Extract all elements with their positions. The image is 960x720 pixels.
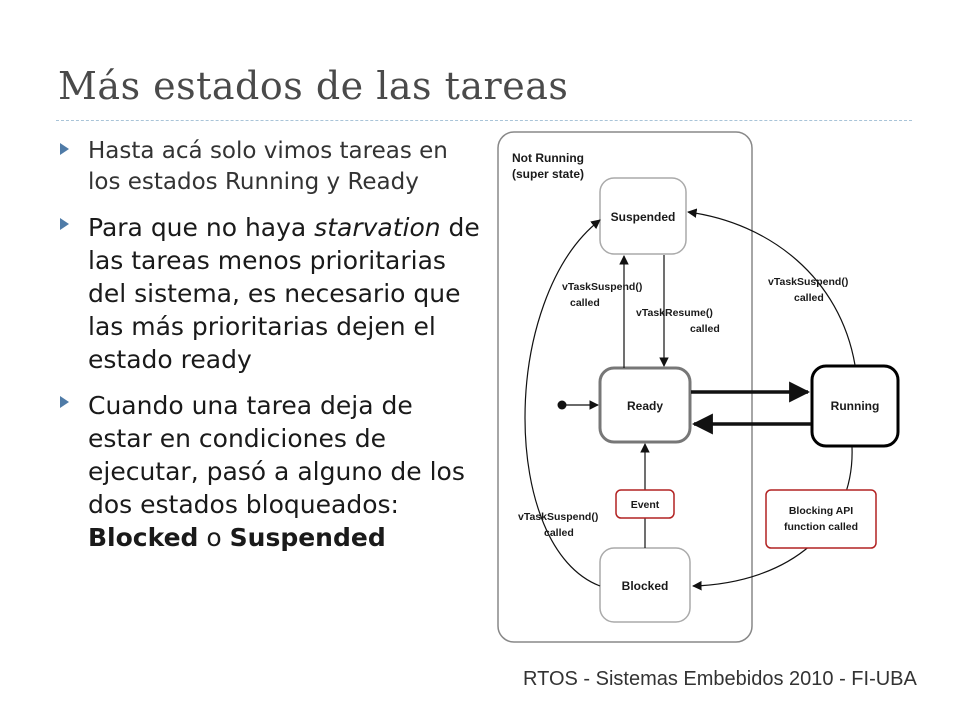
bold-suspended: Suspended: [229, 523, 386, 552]
superstate-label: (super state): [512, 167, 584, 181]
label-vtaskresume: vTaskResume(): [636, 307, 713, 319]
label-vtasksuspend-running: vTaskSuspend(): [768, 276, 848, 288]
label-vtasksuspend-blocked: vTaskSuspend(): [518, 511, 598, 523]
triangle-bullet-icon: [60, 143, 69, 155]
state-label-suspended: Suspended: [611, 210, 676, 224]
triangle-bullet-icon: [60, 218, 69, 230]
state-ready: [598, 366, 692, 444]
slide-footer: RTOS - Sistemas Embebidos 2010 - FI-UBA: [523, 668, 917, 690]
label-called: called: [570, 297, 600, 309]
arrow-running-to-suspended: [687, 208, 856, 366]
bullet-item: Cuando una tarea deja de estar en condic…: [60, 389, 480, 554]
label-blocking-api: Blocking API: [789, 505, 853, 517]
label-event: Event: [631, 499, 660, 511]
bullet-text: Hasta acá solo vimos tareas en los estad…: [88, 138, 448, 195]
bullet-text-part: Para que no haya: [88, 213, 315, 242]
label-function-called: function called: [784, 521, 858, 533]
event-box: [615, 489, 675, 519]
bullet-text-part: de las tareas menos prioritarias del sis…: [88, 213, 480, 374]
initial-state-dot: [557, 400, 567, 410]
triangle-bullet-icon: [60, 396, 69, 408]
state-running: [810, 364, 900, 448]
emphasis-starvation: starvation: [314, 213, 441, 242]
task-state-diagram: Not Running (super state) Suspended Read…: [497, 131, 900, 643]
state-label-ready: Ready: [627, 399, 663, 413]
label-vtasksuspend-ready: vTaskSuspend(): [562, 281, 642, 293]
state-suspended: [599, 177, 687, 255]
superstate-label: Not Running: [512, 151, 584, 165]
bullet-text: Para que no haya starvation de las tarea…: [88, 211, 480, 376]
label-called: called: [794, 292, 824, 304]
label-called: called: [544, 527, 574, 539]
bullet-item: Hasta acá solo vimos tareas en los estad…: [60, 136, 480, 198]
bullet-item: Para que no haya starvation de las tarea…: [60, 211, 480, 376]
bullet-text-part: o: [198, 523, 230, 552]
bullet-text: Cuando una tarea deja de estar en condic…: [88, 389, 480, 554]
slide-title: Más estados de las tareas: [58, 64, 569, 108]
bullet-text-part: Cuando una tarea deja de estar en condic…: [88, 391, 465, 519]
label-called: called: [690, 323, 720, 335]
state-label-running: Running: [831, 399, 880, 413]
blocking-api-box: [765, 489, 877, 549]
bold-blocked: Blocked: [88, 523, 199, 552]
bullet-list: Hasta acá solo vimos tareas en los estad…: [60, 136, 480, 567]
state-label-blocked: Blocked: [622, 579, 669, 593]
arrow-blocked-to-suspended: [524, 219, 601, 587]
title-divider: [56, 120, 912, 121]
